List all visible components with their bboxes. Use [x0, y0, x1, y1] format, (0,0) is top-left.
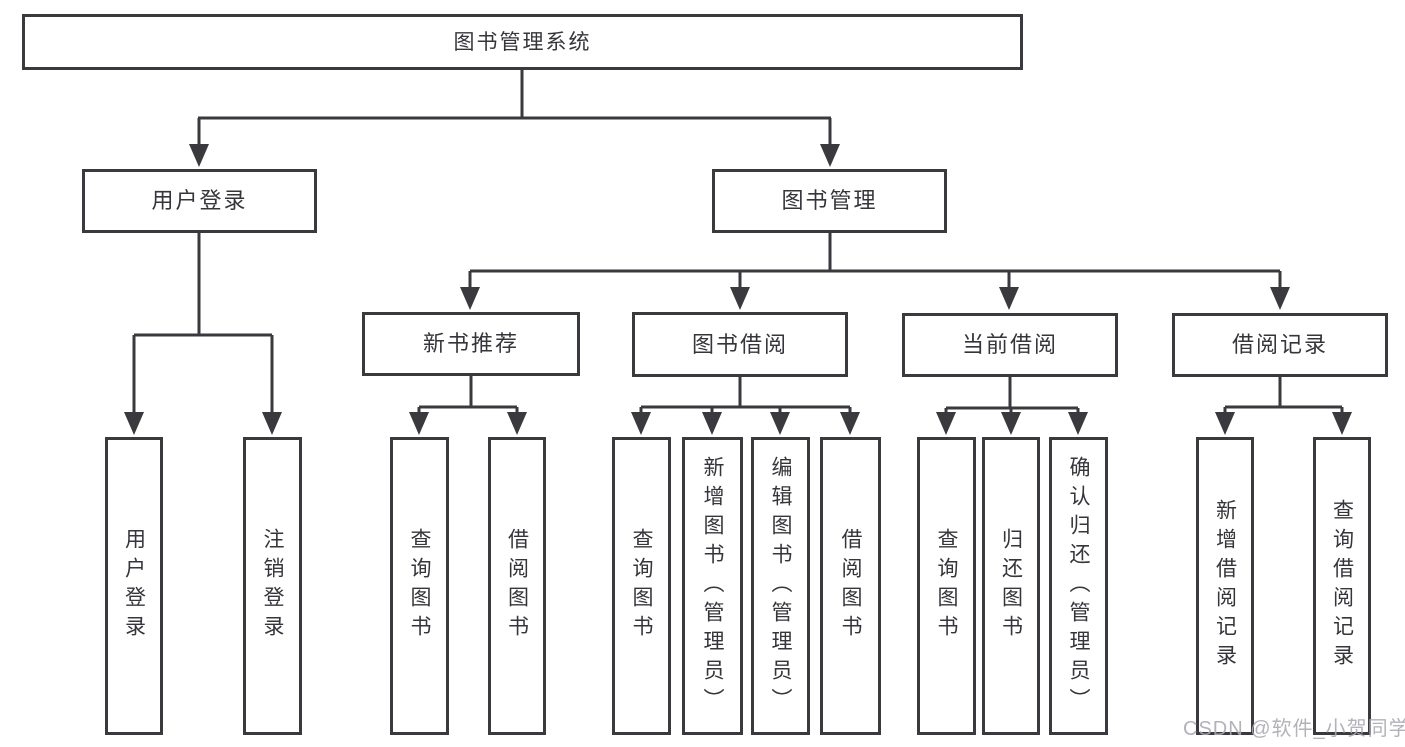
- node-user-login: 用户登录: [82, 169, 317, 233]
- node-current-borrow-label: 当前借阅: [961, 332, 1058, 357]
- leaf-query-books-current-label: 查询图书: [935, 528, 958, 644]
- leaf-query-borrow-record-label: 查询借阅记录: [1330, 499, 1354, 673]
- leaf-query-borrow-record: 查询借阅记录: [1313, 437, 1371, 735]
- node-borrow-records: 借阅记录: [1172, 313, 1388, 377]
- leaf-add-book-admin-label: 新增图书（管理员）: [701, 455, 724, 717]
- leaf-borrow-books-recommend: 借阅图书: [488, 437, 546, 735]
- leaf-query-books-recommend-label: 查询图书: [408, 528, 431, 644]
- leaf-add-borrow-record-label: 新增借阅记录: [1213, 499, 1237, 673]
- connector-paths: [132, 69, 1344, 416]
- arrowheads: [124, 144, 1352, 435]
- node-new-book-recommend-label: 新书推荐: [422, 331, 519, 356]
- leaf-borrow-books: 借阅图书: [820, 437, 881, 735]
- leaf-query-books-borrow: 查询图书: [612, 437, 671, 735]
- leaf-user-login: 用户登录: [105, 437, 163, 735]
- leaf-return-book: 归还图书: [982, 437, 1040, 735]
- leaf-logout: 注销登录: [243, 437, 302, 735]
- leaf-add-borrow-record: 新增借阅记录: [1196, 437, 1254, 735]
- csdn-watermark: CSDN @软件_小贺同学: [1183, 718, 1405, 740]
- node-book-borrow: 图书借阅: [632, 312, 848, 377]
- node-current-borrow: 当前借阅: [902, 313, 1118, 377]
- node-root: 图书管理系统: [22, 14, 1023, 70]
- node-book-borrow-label: 图书借阅: [691, 331, 788, 357]
- node-book-management: 图书管理: [712, 169, 947, 233]
- leaf-borrow-books-recommend-label: 借阅图书: [505, 528, 529, 644]
- leaf-confirm-return-admin: 确认归还（管理员）: [1049, 437, 1108, 735]
- leaf-logout-label: 注销登录: [261, 528, 284, 644]
- leaf-edit-book-admin-label: 编辑图书（管理员）: [769, 455, 792, 717]
- leaf-user-login-label: 用户登录: [122, 528, 146, 644]
- node-borrow-records-label: 借阅记录: [1231, 332, 1328, 357]
- leaf-edit-book-admin: 编辑图书（管理员）: [751, 437, 810, 735]
- leaf-confirm-return-admin-label: 确认归还（管理员）: [1067, 455, 1090, 717]
- node-user-login-label: 用户登录: [151, 188, 248, 213]
- leaf-query-books-borrow-label: 查询图书: [630, 528, 653, 644]
- node-root-label: 图书管理系统: [453, 30, 592, 54]
- node-new-book-recommend: 新书推荐: [362, 312, 580, 376]
- leaf-return-book-label: 归还图书: [999, 528, 1023, 644]
- leaf-query-books-recommend: 查询图书: [390, 437, 449, 735]
- leaf-add-book-admin: 新增图书（管理员）: [682, 437, 743, 735]
- leaf-borrow-books-label: 借阅图书: [839, 528, 862, 644]
- node-book-management-label: 图书管理: [781, 188, 878, 213]
- leaf-query-books-current: 查询图书: [917, 437, 976, 735]
